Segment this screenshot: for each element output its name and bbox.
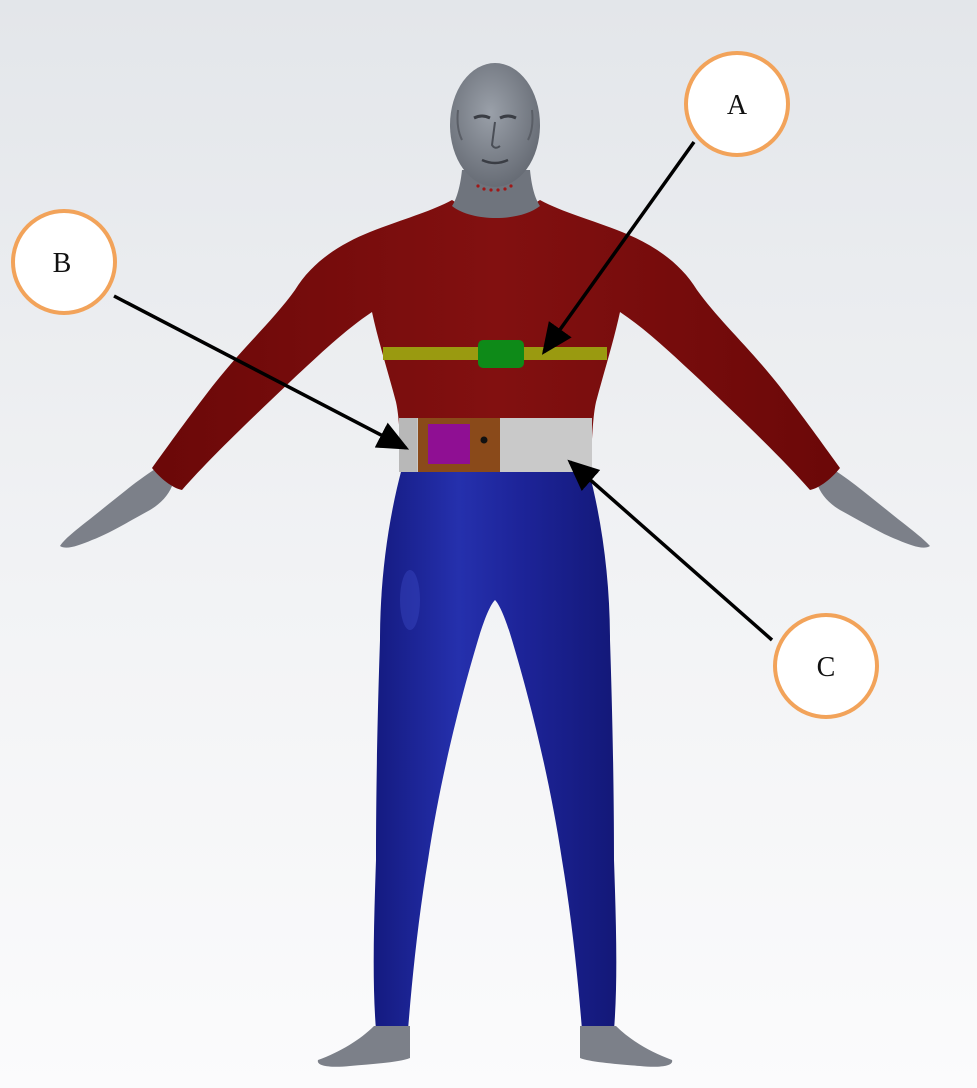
callout-a: A [686,53,788,155]
callout-b-label: B [53,248,72,279]
left-foot [318,1026,410,1067]
callout-c: C [775,615,877,717]
callout-b: B [13,211,115,313]
left-hand [60,466,172,548]
right-foot [580,1026,672,1067]
human-figure [60,63,930,1067]
pants-highlight [400,570,420,630]
callout-a-label: A [727,90,748,121]
chest-sensor [478,340,524,368]
belt-module-button [481,437,488,444]
right-hand [818,466,930,548]
waist-belt-device [399,418,592,472]
pants [374,468,617,1030]
belt-module-screen [428,424,470,464]
callout-c-label: C [817,652,836,683]
